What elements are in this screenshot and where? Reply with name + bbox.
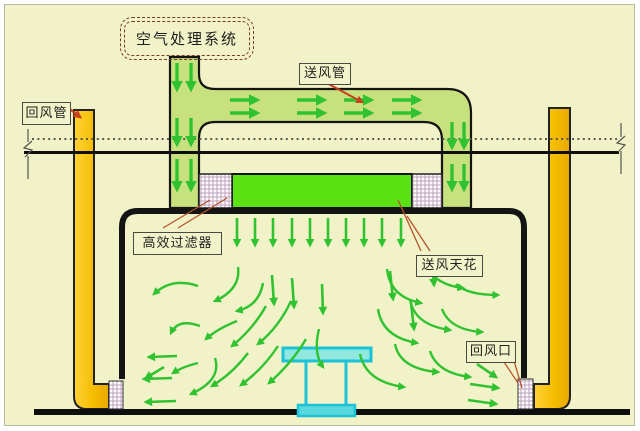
- return-duct-right: [533, 107, 571, 410]
- return-duct-label: 回风管: [22, 102, 71, 125]
- ahu-label: 空气处理系统: [124, 21, 250, 56]
- supply-ceiling-leaders: [397, 199, 431, 252]
- cleanroom-hvac-diagram: 空气处理系统 回风管 送风管 高效过滤器 送风天花 回风口: [4, 4, 635, 426]
- hepa-filter-right: [411, 173, 443, 209]
- flow-arrow: [188, 357, 218, 396]
- flow-arrow: [269, 274, 278, 307]
- flow-arrow: [376, 308, 420, 347]
- flow-arrow: [387, 270, 397, 302]
- flow-arrow: [267, 338, 308, 385]
- return-opening-label: 回风口: [466, 341, 516, 363]
- flow-arrow: [212, 266, 240, 303]
- flow-arrow: [204, 319, 238, 341]
- flow-arrow: [169, 322, 201, 336]
- flow-arrow: [146, 352, 178, 362]
- flow-arrow: [393, 343, 441, 376]
- flow-arrow: [152, 281, 199, 296]
- flow-arrow: [476, 362, 499, 379]
- flow-arrow: [143, 397, 177, 407]
- flow-arrow: [428, 350, 473, 381]
- ahu-callout: 空气处理系统: [120, 17, 254, 60]
- return-grille-left: [108, 380, 124, 410]
- flow-arrow: [440, 308, 485, 336]
- break-mark-right: [615, 123, 627, 174]
- workbench-base: [296, 403, 357, 418]
- diagram-canvas: [22, 55, 630, 418]
- flow-arrow: [234, 282, 265, 314]
- flow-arrow: [315, 328, 325, 369]
- break-mark-left: [22, 129, 34, 179]
- flow-arrow: [256, 300, 293, 346]
- flow-arrow: [469, 382, 501, 392]
- flow-arrow: [289, 277, 298, 310]
- flow-arrow: [467, 398, 499, 408]
- flow-arrow: [230, 305, 268, 348]
- supply-ceiling-label: 送风天花: [416, 255, 483, 277]
- cleanroom-walls: [119, 208, 527, 379]
- flow-arrow: [358, 353, 407, 391]
- flow-arrow: [455, 283, 501, 300]
- flow-arrow: [209, 352, 249, 388]
- supply-ceiling-plenum: [231, 173, 413, 209]
- hepa-filter-label: 高效过滤器: [133, 232, 222, 255]
- workbench-leg: [304, 359, 348, 408]
- workbench: [281, 346, 373, 418]
- return-duct-left: [73, 109, 110, 410]
- flow-arrow: [385, 268, 424, 306]
- flow-arrow: [239, 345, 280, 387]
- supply-duct-label: 送风管: [299, 63, 351, 85]
- flow-arrow: [318, 283, 328, 316]
- airflow-arrows: [141, 63, 501, 408]
- flow-arrow: [143, 365, 165, 380]
- hepa-filter-leaders: [162, 197, 228, 229]
- hepa-filter-left: [198, 173, 233, 209]
- flow-arrow: [170, 361, 199, 375]
- flow-arrow: [408, 302, 418, 332]
